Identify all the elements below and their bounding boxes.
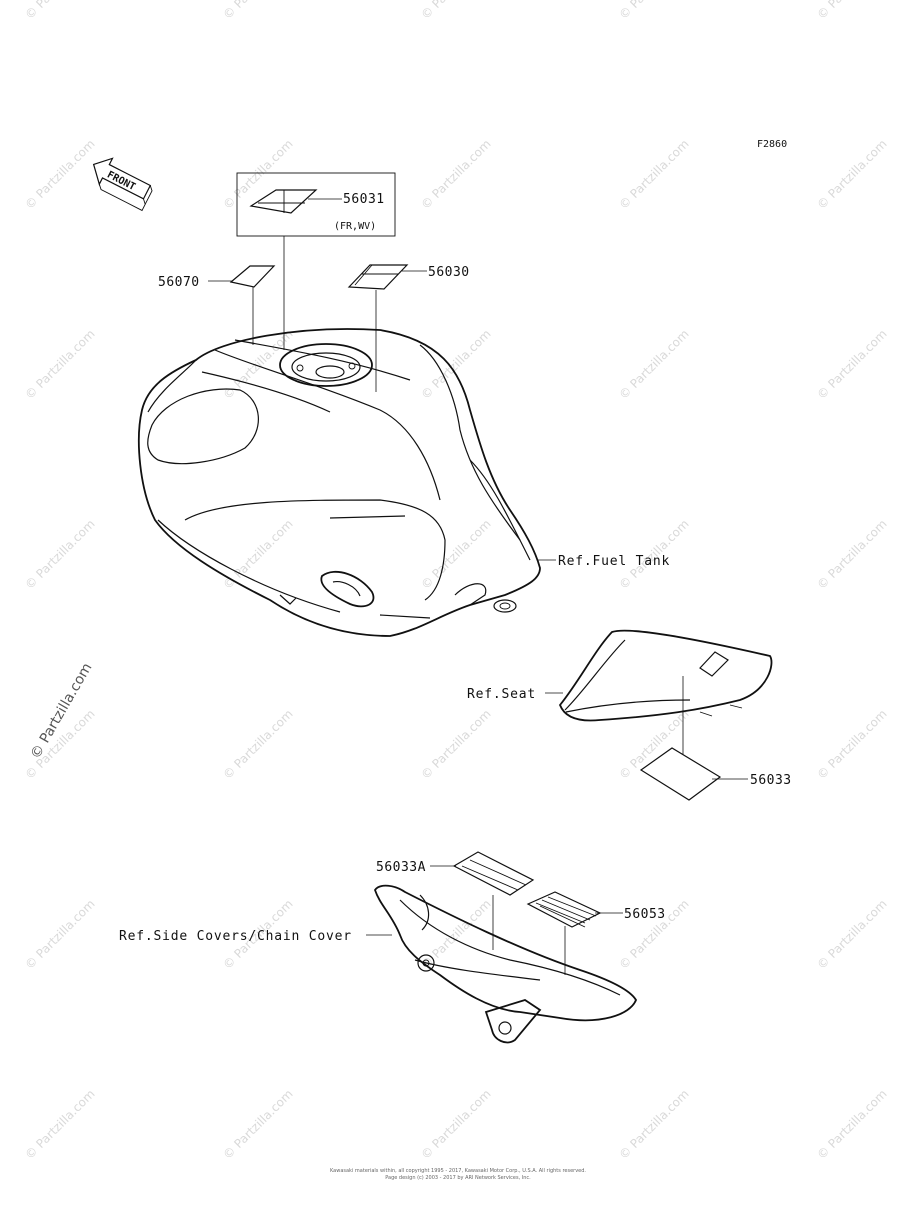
- watermark-text: © Partzilla.com: [418, 0, 493, 22]
- watermark-text: © Partzilla.com: [22, 897, 97, 972]
- watermark-text: © Partzilla.com: [418, 707, 493, 782]
- watermark-text: © Partzilla.com: [814, 137, 889, 212]
- part-number-56033: 56033: [750, 773, 792, 788]
- figure-code: F2860: [757, 139, 787, 150]
- watermark-text: © Partzilla.com: [418, 517, 493, 592]
- part-number-56030: 56030: [428, 265, 470, 280]
- watermark-text: © Partzilla.com: [22, 137, 97, 212]
- watermark-text: © Partzilla.com: [418, 897, 493, 972]
- seat: Ref.Seat: [467, 629, 773, 755]
- footer-design-credit: Page design (c) 2003 - 2017 by ARI Netwo…: [385, 1175, 531, 1181]
- label-56070: 56070: [158, 265, 276, 345]
- front-marker-label: FRONT: [105, 170, 137, 193]
- watermark-text: © Partzilla.com: [814, 1087, 889, 1162]
- watermark-text: © Partzilla.com: [616, 327, 691, 402]
- watermark-text: © Partzilla.com: [418, 1087, 493, 1162]
- watermark-text: © Partzilla.com: [220, 707, 295, 782]
- part-note-56031: (FR,WV): [334, 221, 376, 232]
- watermark-text: © Partzilla.com: [22, 517, 97, 592]
- watermark-text: © Partzilla.com: [616, 137, 691, 212]
- watermark-text: © Partzilla.com: [814, 327, 889, 402]
- watermark-text: © Partzilla.com: [814, 897, 889, 972]
- footer-copyright: Kawasaki materials within, all copyright…: [330, 1168, 586, 1174]
- ref-fuel-tank: Ref.Fuel Tank: [558, 554, 670, 569]
- label-56031: 56031 (FR,WV): [236, 172, 396, 350]
- label-56033a: 56033A: [376, 851, 535, 950]
- watermark-text: © Partzilla.com: [418, 137, 493, 212]
- label-56030: 56030: [347, 264, 470, 392]
- label-56033: 56033: [639, 747, 792, 801]
- fuel-tank: Ref.Fuel Tank: [138, 328, 670, 637]
- watermark-text: © Partzilla.com: [22, 327, 97, 402]
- watermark-grid: © Partzilla.com © Partzilla.com © Partzill…: [22, 0, 889, 1162]
- part-number-56031: 56031: [343, 192, 385, 207]
- watermark-text: © Partzilla.com: [22, 0, 97, 22]
- watermark-text: © Partzilla.com: [220, 0, 295, 22]
- watermark-text: © Partzilla.com: [418, 327, 493, 402]
- part-number-56053: 56053: [624, 907, 666, 922]
- watermark-text: © Partzilla.com: [22, 1087, 97, 1162]
- ref-side-covers-chain-cover: Ref.Side Covers/Chain Cover: [119, 929, 352, 944]
- part-number-56070: 56070: [158, 275, 200, 290]
- watermark-text: © Partzilla.com: [616, 1087, 691, 1162]
- watermark-text: © Partzilla.com: [814, 517, 889, 592]
- label-56053: 56053: [526, 891, 666, 975]
- part-number-56033a: 56033A: [376, 860, 426, 875]
- ref-seat: Ref.Seat: [467, 687, 536, 702]
- watermark-text: © Partzilla.com: [220, 517, 295, 592]
- front-arrow-icon: FRONT: [92, 157, 153, 212]
- watermark-text: © Partzilla.com: [814, 707, 889, 782]
- chain-cover: Ref.Side Covers/Chain Cover: [119, 884, 638, 1044]
- watermark-text: © Partzilla.com: [220, 1087, 295, 1162]
- watermark-text: © Partzilla.com: [814, 0, 889, 22]
- watermark-text: © Partzilla.com: [616, 0, 691, 22]
